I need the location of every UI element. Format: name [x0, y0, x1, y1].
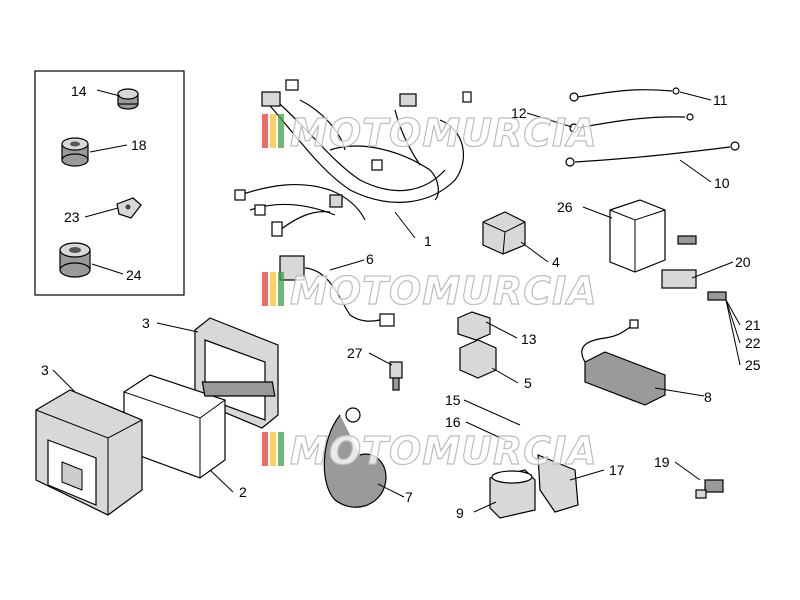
callout-8: 8: [704, 389, 712, 405]
watermark-top: MOTOMURCIA: [262, 110, 598, 156]
callout-19: 20: [735, 254, 751, 270]
grommet-17-part: [117, 88, 139, 110]
callout-10: 10: [714, 175, 730, 191]
callout-23: 25: [745, 357, 761, 373]
callout-labels: 14 18 23 24 1 2 3 3 4 5 6 7 8 9 10 11 12…: [41, 83, 761, 521]
callout-25: 23: [64, 209, 80, 225]
callout-16: 17: [609, 462, 625, 478]
control-unit-8-part: [581, 319, 666, 406]
starter-relay-9-part: [489, 469, 536, 519]
callout-18: 19: [654, 454, 670, 470]
fuse-box-24-part: [609, 199, 666, 273]
battery-cover-3-front-part: [35, 389, 143, 516]
callout-27: 27: [347, 345, 363, 361]
callout-24: 26: [557, 199, 573, 215]
callout-4: 4: [552, 254, 560, 270]
clip-25-part: [116, 197, 142, 219]
callout-11: 11: [713, 92, 728, 108]
callout-15: 16: [445, 414, 461, 430]
callout-14: 15: [445, 392, 461, 408]
watermark-middle: MOTOMURCIA: [262, 268, 598, 314]
switch-27-part: [389, 361, 403, 391]
relay-13-part: [457, 311, 491, 341]
bracket-16-part: [537, 454, 579, 513]
grommet-20-part: [61, 137, 89, 167]
callout-2: 2: [239, 484, 247, 500]
watermark-text-bottom: MOTOMURCIA: [290, 429, 598, 473]
relay-5-part: [459, 339, 497, 379]
callout-1: 1: [424, 233, 432, 249]
callout-12: 12: [511, 105, 527, 121]
horn-7-part: [323, 407, 387, 508]
callout-22: 22: [745, 335, 761, 351]
watermark-bottom: MOTOMURCIA: [262, 428, 598, 474]
callout-9: 9: [456, 505, 464, 521]
callout-13: 13: [521, 331, 537, 347]
cables-10-11-12-part: [565, 87, 740, 167]
inset-box: [34, 70, 185, 296]
callout-26: 24: [126, 267, 142, 283]
leader-lines: [52, 89, 741, 513]
callout-17: 14: [71, 83, 87, 99]
grommet-26-part: [59, 242, 91, 278]
callout-6: 6: [366, 251, 374, 267]
relay-4-part: [482, 211, 526, 255]
watermark-text-top: MOTOMURCIA: [290, 111, 598, 155]
fuse-holder-19-part: [661, 235, 727, 301]
switch-18-part: [695, 479, 724, 499]
callout-3-front: 3: [41, 362, 49, 378]
callout-20: 18: [131, 137, 147, 153]
callout-3-back: 3: [142, 315, 150, 331]
watermark-text-middle: MOTOMURCIA: [290, 269, 598, 313]
main-wiring-harness-part: [234, 79, 472, 237]
callout-7: 7: [405, 489, 413, 505]
callout-21: 21: [745, 317, 761, 333]
callout-5: 5: [524, 375, 532, 391]
